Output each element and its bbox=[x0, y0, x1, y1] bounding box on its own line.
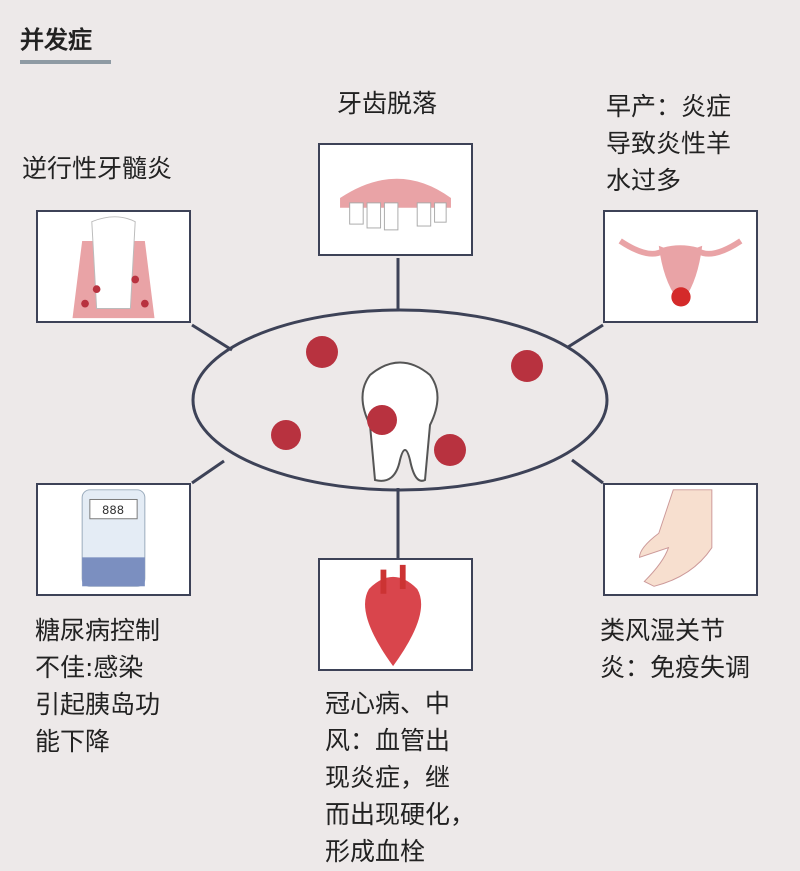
page-title: 并发症 bbox=[20, 26, 92, 54]
label-arthritis: 类风湿关节 炎：免疫失调 bbox=[600, 616, 751, 682]
label-diabetes: 糖尿病控制 不佳:感染 引起胰岛功 能下降 bbox=[35, 616, 161, 756]
title-underline bbox=[20, 60, 111, 64]
tooth-loss-image bbox=[318, 143, 473, 256]
bacteria-icons bbox=[271, 336, 543, 466]
meter-reading: 888 bbox=[102, 503, 124, 517]
label-pulpitis: 逆行性牙髓炎 bbox=[22, 154, 173, 183]
pulpitis-image bbox=[36, 210, 191, 323]
uterus-image bbox=[603, 210, 758, 323]
label-heart-disease: 冠心病、中 风：血管出 现炎症，继 而出现硬化， 形成血栓 bbox=[325, 689, 476, 866]
glucose-meter-image: 888 bbox=[36, 483, 191, 596]
label-preterm: 早产：炎症 导致炎性羊 水过多 bbox=[606, 92, 732, 195]
center-tooth-icon bbox=[361, 361, 439, 482]
hand-image bbox=[603, 483, 758, 596]
label-tooth-loss: 牙齿脱落 bbox=[337, 89, 438, 118]
heart-image bbox=[318, 558, 473, 671]
center-ellipse bbox=[191, 308, 609, 492]
